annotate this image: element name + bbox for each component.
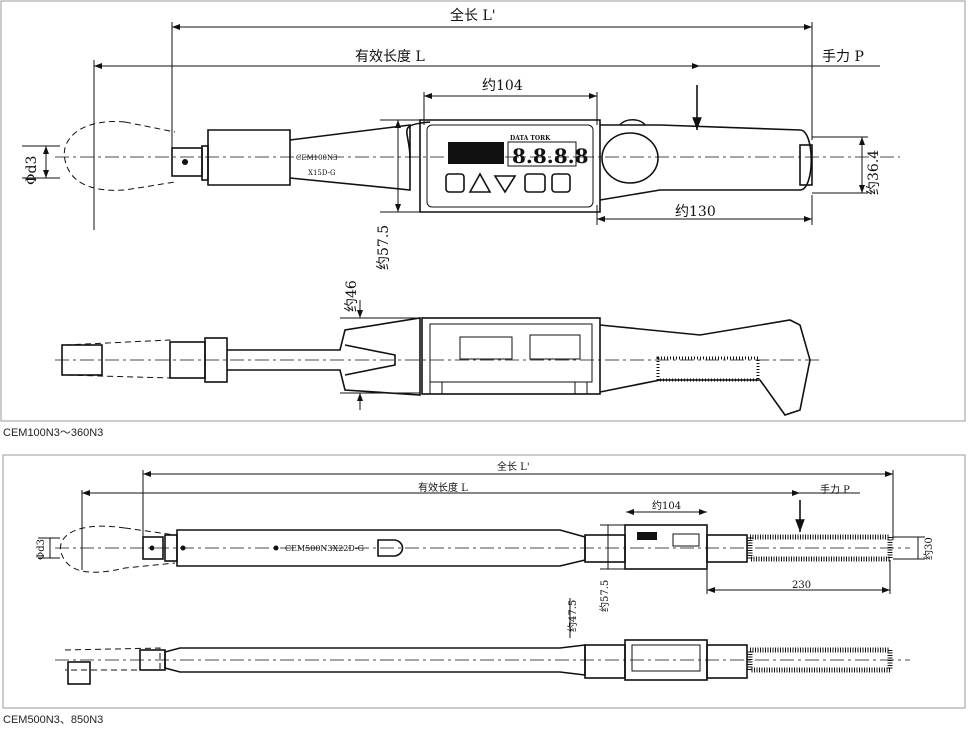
p1-model-line1: CEM100N3	[296, 154, 338, 162]
p2-overall-length: 全长 L'	[497, 460, 530, 473]
panel2-side-view	[55, 598, 910, 685]
p1-model-line2: X15D-G	[308, 169, 336, 177]
p1-display-height: 约57.5	[376, 225, 392, 270]
panel2-top-view	[38, 470, 925, 594]
p2-effective-length: 有效长度 L	[418, 481, 468, 494]
display-digits: 8.8.8.8	[512, 144, 589, 168]
brand-label: DATA TORK	[510, 135, 551, 142]
p2-grip-length: 230	[792, 580, 811, 591]
p2-display-width: 约104	[652, 499, 681, 512]
p1-square-drive: Φd3	[24, 156, 40, 185]
panel1-caption: CEM100N3～360N3	[3, 427, 104, 439]
p2-hand-force: 手力 P	[820, 483, 850, 496]
p2-display-height: 约57.5	[598, 580, 611, 612]
panel1-top-view: 8.8.8.8 DATA TORK	[22, 22, 900, 230]
p1-hand-force: 手力 P	[822, 49, 864, 65]
panel2-frame	[2, 454, 966, 709]
panel1-frame	[0, 0, 966, 422]
p2-grip-diameter: 约30	[922, 537, 935, 560]
panel2-caption: CEM500N3、850N3	[3, 714, 104, 726]
p2-square-drive: Φd3	[36, 539, 47, 560]
p1-grip-length: 约130	[675, 204, 716, 220]
panel1-side-view	[55, 300, 820, 416]
p2-thickness: 约47.5	[566, 600, 579, 632]
p1-effective-length: 有效长度 L	[355, 49, 425, 65]
p2-model-label: CEM500N3X22D-G	[285, 544, 364, 553]
p1-overall-length: 全长 L'	[450, 7, 496, 24]
p1-grip-diameter: 约36.4	[866, 150, 882, 195]
wrench-buttons	[445, 172, 571, 194]
p1-display-width: 约104	[482, 78, 523, 94]
p1-thickness: 约46	[344, 280, 360, 312]
